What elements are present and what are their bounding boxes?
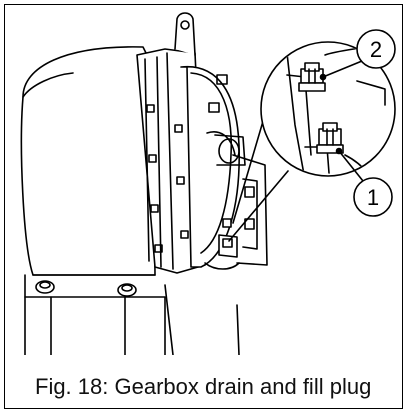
fill-plug	[298, 62, 326, 92]
callout-1-dot	[335, 147, 343, 155]
leader-line	[228, 170, 289, 242]
callout-2-circle	[356, 29, 396, 69]
base-bolt	[35, 280, 55, 294]
callout-1-circle	[353, 177, 393, 217]
gear-cover	[180, 65, 246, 268]
figure-frame: 2 1 Fig. 18: Gearbox drain and fill plug	[4, 4, 403, 409]
callout-1-leader	[338, 150, 364, 182]
plug-small-upper	[222, 218, 232, 228]
detail-magnifier	[260, 41, 396, 177]
gearbox-housing	[20, 46, 166, 355]
base-bolt	[117, 283, 137, 297]
gearbox-illustration: 2 1	[20, 12, 396, 355]
drain-plug	[316, 122, 344, 154]
plug-small-lower	[222, 238, 233, 248]
figure-caption: Fig. 18: Gearbox drain and fill plug	[35, 374, 372, 399]
callout-2-leader	[322, 60, 363, 78]
callout-2-dot	[319, 73, 327, 81]
lifting-eye	[174, 12, 196, 56]
callout-2-number: 2	[370, 37, 382, 62]
callout-1-number: 1	[367, 185, 379, 210]
